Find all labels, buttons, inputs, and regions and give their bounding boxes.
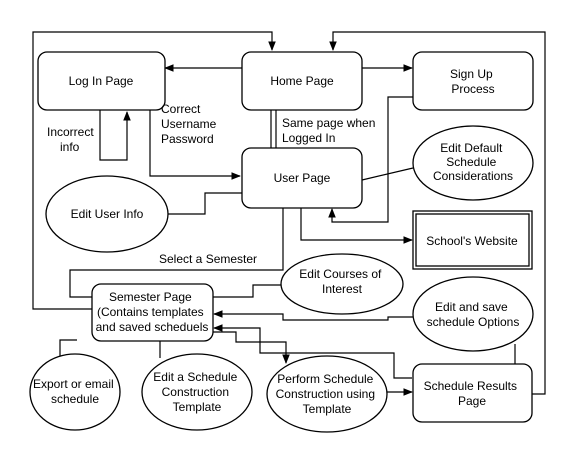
node-edit-courses: Edit Courses of Interest bbox=[280, 253, 404, 315]
edge-results-to-semester bbox=[213, 324, 412, 379]
node-school: School's Website bbox=[412, 210, 533, 270]
svg-text:Edit Courses of Interest: Edit Courses of Interest bbox=[299, 267, 384, 296]
node-results-label-2: Page bbox=[458, 394, 486, 408]
edge-label-correct-3: Password bbox=[161, 132, 214, 146]
svg-text:Correct Username Passw: Correct Username Password bbox=[161, 102, 220, 146]
svg-text:Same page when Logged In: Same page when Logged In bbox=[282, 116, 379, 145]
svg-text:Edit Default Schedule: Edit Default Schedule Considerations bbox=[433, 141, 513, 183]
node-results-label-1: Schedule Results bbox=[424, 379, 517, 393]
node-perform: Perform Schedule Construction using Temp… bbox=[266, 355, 388, 433]
svg-text:School's Website: School's Website bbox=[426, 234, 518, 248]
svg-text:Sign Up Process: Sign Up Process bbox=[450, 67, 496, 96]
node-export: Export or email schedule bbox=[29, 353, 121, 431]
node-semester-label-1: Semester Page bbox=[109, 290, 192, 304]
node-edit-save-label-1: Edit and save bbox=[435, 300, 508, 314]
node-user: User Page bbox=[241, 147, 363, 209]
svg-text:Select a Semester: Select a Semester bbox=[159, 252, 257, 266]
edge-results-to-home bbox=[329, 31, 546, 395]
svg-text:Export or email schedule: Export or email schedule bbox=[33, 377, 117, 406]
svg-text:User Page: User Page bbox=[274, 171, 331, 185]
edge-label-correct-1: Correct bbox=[161, 102, 201, 116]
edge-login-incorrect-loop bbox=[99, 110, 131, 161]
node-semester: Semester Page (Contains templates and sa… bbox=[91, 283, 214, 342]
edge-label-same-page-2: Logged In bbox=[282, 131, 335, 145]
svg-text:Schedule Results Page: Schedule Results Page bbox=[424, 379, 521, 408]
node-export-label-2: schedule bbox=[51, 392, 99, 406]
node-signup: Sign Up Process bbox=[412, 51, 534, 111]
node-edit-template-label-3: Template bbox=[173, 400, 222, 414]
node-perform-label-3: Template bbox=[303, 402, 352, 416]
node-login-label: Log In Page bbox=[69, 74, 134, 88]
node-perform-label-2: Construction using bbox=[276, 387, 375, 401]
svg-text:Home Page: Home Page bbox=[270, 74, 334, 88]
edge-edituser-to-user bbox=[168, 192, 242, 215]
svg-text:Edit User Info: Edit User Info bbox=[71, 207, 144, 221]
edge-label-incorrect-1: Incorrect bbox=[47, 125, 94, 139]
node-login: Log In Page bbox=[37, 51, 166, 111]
node-edit-user: Edit User Info bbox=[45, 175, 169, 253]
node-user-label: User Page bbox=[274, 171, 331, 185]
svg-text:Edit and save schedule O: Edit and save schedule Options bbox=[427, 300, 520, 329]
edge-semester-to-perform bbox=[212, 331, 290, 364]
svg-text:Log In Page: Log In Page bbox=[69, 74, 134, 88]
node-semester-label-2: (Contains templates bbox=[97, 305, 204, 319]
node-school-label: School's Website bbox=[426, 234, 518, 248]
node-perform-label-1: Perform Schedule bbox=[277, 372, 373, 386]
node-edit-user-label: Edit User Info bbox=[71, 207, 144, 221]
node-edit-courses-label-2: Interest bbox=[322, 282, 363, 296]
node-edit-default-label-1: Edit Default bbox=[440, 141, 503, 155]
edge-user-to-semester bbox=[69, 208, 284, 298]
node-semester-label-3: and saved scheduels bbox=[96, 320, 209, 334]
node-edit-default: Edit Default Schedule Considerations bbox=[412, 125, 534, 201]
svg-text:Perform Schedule Constru: Perform Schedule Construction using Temp… bbox=[276, 372, 379, 416]
node-edit-template-label-2: Construction bbox=[162, 385, 229, 399]
edge-semester-to-home bbox=[32, 31, 276, 310]
edge-label-incorrect-2: info bbox=[60, 140, 80, 154]
edge-label-select-semester: Select a Semester bbox=[159, 252, 257, 266]
svg-text:Incorrect info: Incorrect info bbox=[47, 125, 97, 154]
node-home-label: Home Page bbox=[270, 74, 334, 88]
edge-signup-to-user bbox=[328, 96, 414, 223]
node-signup-label-2: Process bbox=[451, 82, 494, 96]
node-edit-default-label-3: Considerations bbox=[433, 169, 513, 183]
node-edit-courses-label-1: Edit Courses of bbox=[299, 267, 382, 281]
node-edit-template-label-1: Edit a Schedule bbox=[153, 370, 237, 384]
edge-label-same-page-1: Same page when bbox=[282, 116, 375, 130]
edge-editsave-to-semester bbox=[213, 310, 413, 321]
edge-label-correct-2: Username bbox=[161, 117, 217, 131]
node-edit-save-label-2: schedule Options bbox=[427, 315, 520, 329]
edge-semester-to-export bbox=[59, 339, 77, 358]
edge-editdefault-to-user bbox=[361, 167, 414, 181]
svg-text:Edit a Schedule Construc: Edit a Schedule Construction Template bbox=[153, 370, 240, 414]
node-edit-template: Edit a Schedule Construction Template bbox=[141, 353, 253, 431]
node-signup-label-1: Sign Up bbox=[450, 67, 493, 81]
node-export-label-1: Export or email bbox=[33, 377, 114, 391]
edge-courses-to-semester bbox=[212, 284, 282, 298]
node-edit-default-label-2: Schedule bbox=[446, 155, 496, 169]
edge-login-to-user bbox=[149, 110, 241, 180]
node-home: Home Page bbox=[241, 51, 363, 111]
node-edit-save: Edit and save schedule Options bbox=[412, 276, 534, 352]
node-results: Schedule Results Page bbox=[412, 363, 533, 423]
svg-text:Semester Page (Contains: Semester Page (Contains templates and sa… bbox=[96, 290, 209, 334]
edge-user-to-school bbox=[300, 208, 413, 244]
